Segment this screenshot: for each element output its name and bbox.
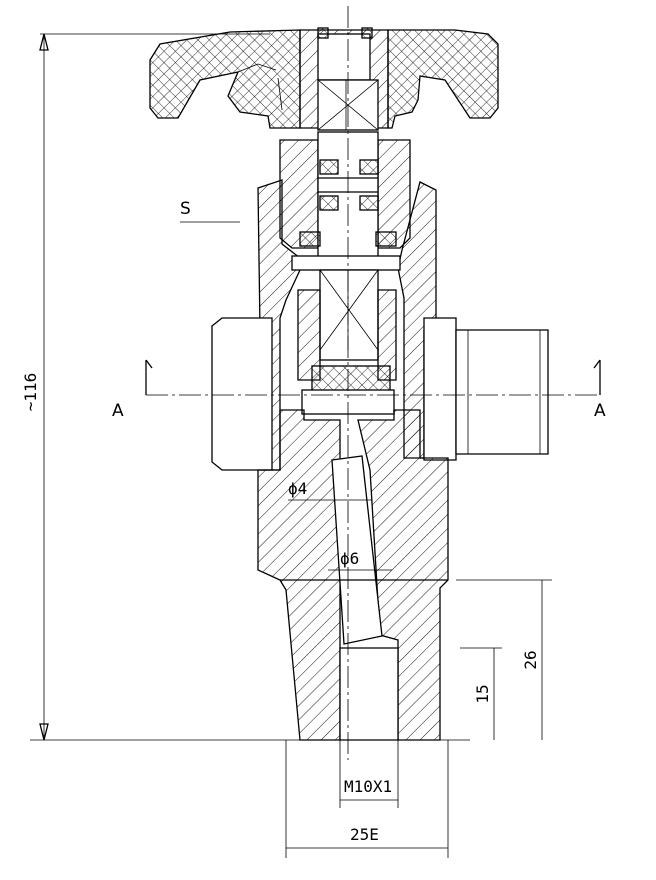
height-15-label: 15: [473, 684, 492, 703]
valve-body-lower: [257, 409, 449, 741]
dimension-lines: [30, 33, 552, 858]
bore-small-label: ϕ4: [288, 479, 307, 498]
bonnet: [279, 131, 411, 263]
bore-large-label: ϕ6: [340, 549, 359, 568]
valve-spindle: [291, 255, 401, 415]
section-arrows: [145, 359, 601, 395]
section-label-right: A: [594, 401, 606, 421]
section-label-left: A: [112, 401, 124, 421]
taper-label: 25E: [350, 825, 379, 844]
valve-body: [211, 179, 549, 471]
height-26-label: 26: [521, 650, 540, 669]
seal-label: S: [180, 199, 191, 219]
thread-label: M10X1: [344, 777, 392, 796]
overall-height-label: ~116: [21, 373, 40, 412]
